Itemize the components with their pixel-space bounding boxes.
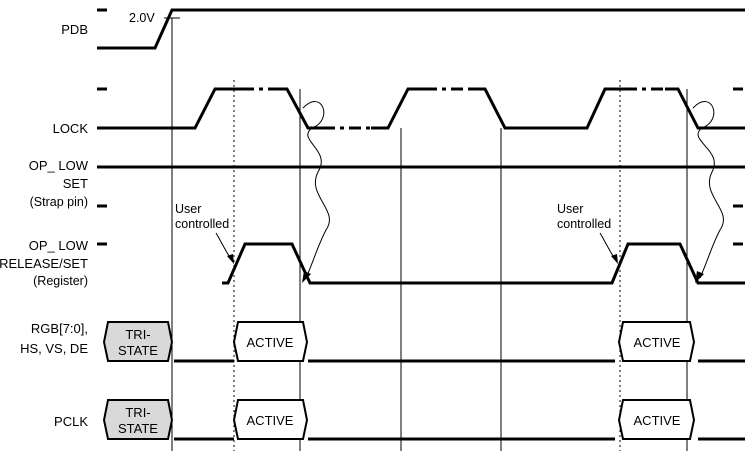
lock-label: LOCK xyxy=(53,121,89,136)
rgb-tristate-box: TRI- STATE xyxy=(102,321,174,362)
pclk-label: PCLK xyxy=(54,414,88,429)
rgb-active-label-2: ACTIVE xyxy=(634,335,681,350)
rgb-active-label-1: ACTIVE xyxy=(247,335,294,350)
pclk-active-box-1: ACTIVE xyxy=(232,399,309,440)
pdb-waveform xyxy=(97,8,745,50)
rgb-label-line2: HS, VS, DE xyxy=(20,341,88,356)
pclk-active-label-1: ACTIVE xyxy=(247,413,294,428)
user-controlled-label-1-line2: controlled xyxy=(175,217,229,231)
user-controlled-label-1-line1: User xyxy=(175,202,201,216)
pclk-active-box-2: ACTIVE xyxy=(617,399,696,440)
op-low-release-waveform xyxy=(222,242,745,285)
op-low-set-label-line3: (Strap pin) xyxy=(30,195,88,209)
pclk-active-label-2: ACTIVE xyxy=(634,413,681,428)
rgb-tristate-line1: TRI- xyxy=(125,327,150,342)
threshold-label: 2.0V xyxy=(129,11,155,25)
user-controlled-label-2-line2: controlled xyxy=(557,217,611,231)
time-marker-lines xyxy=(171,18,688,451)
op-low-release-label-line1: OP_ LOW xyxy=(29,238,89,253)
op-low-release-label-line3: (Register) xyxy=(33,274,88,288)
dotted-marker-lines xyxy=(233,80,621,451)
user-controlled-arrowhead-1 xyxy=(227,254,234,264)
pdb-label: PDB xyxy=(61,22,88,37)
pclk-tristate-line1: TRI- xyxy=(125,405,150,420)
cause-arrows xyxy=(302,101,724,283)
op-low-release-label-line2: RELEASE/SET xyxy=(0,256,88,271)
pclk-tristate-box: TRI- STATE xyxy=(102,399,174,440)
rgb-label-line1: RGB[7:0], xyxy=(31,321,88,336)
rgb-tristate-line2: STATE xyxy=(118,343,158,358)
lock-waveform xyxy=(97,87,745,130)
user-controlled-arrowhead-2 xyxy=(611,254,618,264)
user-controlled-label-2-line1: User xyxy=(557,202,583,216)
rgb-active-box-1: ACTIVE xyxy=(232,321,309,362)
op-low-set-label-line1: OP_ LOW xyxy=(29,158,89,173)
pclk-tristate-line2: STATE xyxy=(118,421,158,436)
rgb-active-box-2: ACTIVE xyxy=(617,321,696,362)
user-controlled-arrow-2 xyxy=(599,232,616,260)
user-controlled-arrow-1 xyxy=(215,232,232,260)
op-low-set-label-line2: SET xyxy=(63,176,88,191)
